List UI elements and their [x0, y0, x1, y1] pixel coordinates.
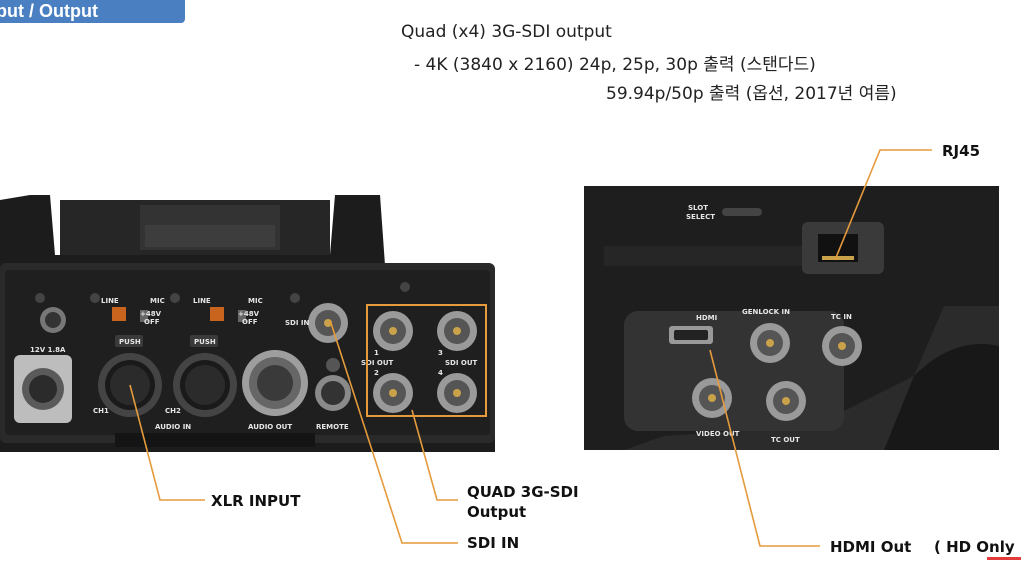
sdi-num-1: 1 — [374, 349, 379, 357]
xlr-input-callout: XLR INPUT — [211, 492, 301, 510]
remote-label: REMOTE — [316, 423, 349, 431]
hd-only-callout: ( HD Only — [934, 538, 1015, 556]
ch1-label: CH1 — [93, 407, 109, 415]
off-label-2: OFF — [242, 318, 258, 326]
sdi-num-2: 2 — [374, 369, 379, 377]
mic-label-1: MIC — [150, 297, 165, 305]
quad-sdi-leader — [411, 409, 458, 501]
hdmi-out-callout: HDMI Out — [830, 538, 912, 556]
sdi-num-3: 3 — [438, 349, 443, 357]
video-out-label: VIDEO OUT — [696, 430, 740, 438]
rj45-leader — [834, 149, 932, 261]
tc-in-label: TC IN — [831, 313, 852, 321]
ch2-label: CH2 — [165, 407, 181, 415]
quad-sdi-callout-line2: Output — [467, 503, 527, 521]
plus48v-label-2: +48V — [238, 310, 260, 318]
xlr-input-leader — [129, 384, 205, 501]
line-label-1: LINE — [101, 297, 119, 305]
hdmi-out-leader — [709, 349, 820, 547]
off-label-1: OFF — [144, 318, 160, 326]
hd-only-underline — [987, 557, 1021, 560]
plus48v-label-1: +48V — [140, 310, 162, 318]
header-line-3: 59.94p/50p 출력 (옵션, 2017년 여름) — [606, 84, 897, 104]
header-line-2: - 4K (3840 x 2160) 24p, 25p, 30p 출력 (스탠다… — [414, 55, 816, 75]
right-camera-photo: SLOT SELECT HDMI GENLOCK IN TC IN VIDEO … — [584, 186, 999, 450]
push-label-1: PUSH — [119, 338, 141, 346]
left-camera-photo: LINE MIC +48V OFF LINE MIC +48V OFF SDI … — [0, 195, 495, 452]
header-line-1: Quad (x4) 3G-SDI output — [401, 22, 612, 42]
power-label: 12V 1.8A — [30, 346, 66, 354]
hdmi-panel-label: HDMI — [696, 314, 717, 322]
section-tab: put / Output — [0, 0, 185, 23]
slot-label: SLOT — [688, 204, 708, 212]
audio-out-label: AUDIO OUT — [248, 423, 292, 431]
tc-out-label: TC OUT — [771, 436, 800, 444]
mic-label-2: MIC — [248, 297, 263, 305]
quad-sdi-highlight-box — [366, 304, 487, 417]
audio-in-label: AUDIO IN — [155, 423, 191, 431]
sdi-in-leader — [329, 319, 458, 544]
sdi-out-label-b: SDI OUT — [445, 359, 478, 367]
genlock-in-label: GENLOCK IN — [742, 308, 790, 316]
line-label-2: LINE — [193, 297, 211, 305]
push-label-2: PUSH — [194, 338, 216, 346]
sdi-num-4: 4 — [438, 369, 443, 377]
rj45-callout: RJ45 — [942, 142, 981, 160]
quad-sdi-callout-line1: QUAD 3G-SDI — [467, 483, 579, 501]
select-label: SELECT — [686, 213, 715, 221]
sdi-in-panel-label: SDI IN — [285, 319, 309, 327]
sdi-in-callout: SDI IN — [467, 534, 520, 552]
sdi-out-label-a: SDI OUT — [361, 359, 394, 367]
